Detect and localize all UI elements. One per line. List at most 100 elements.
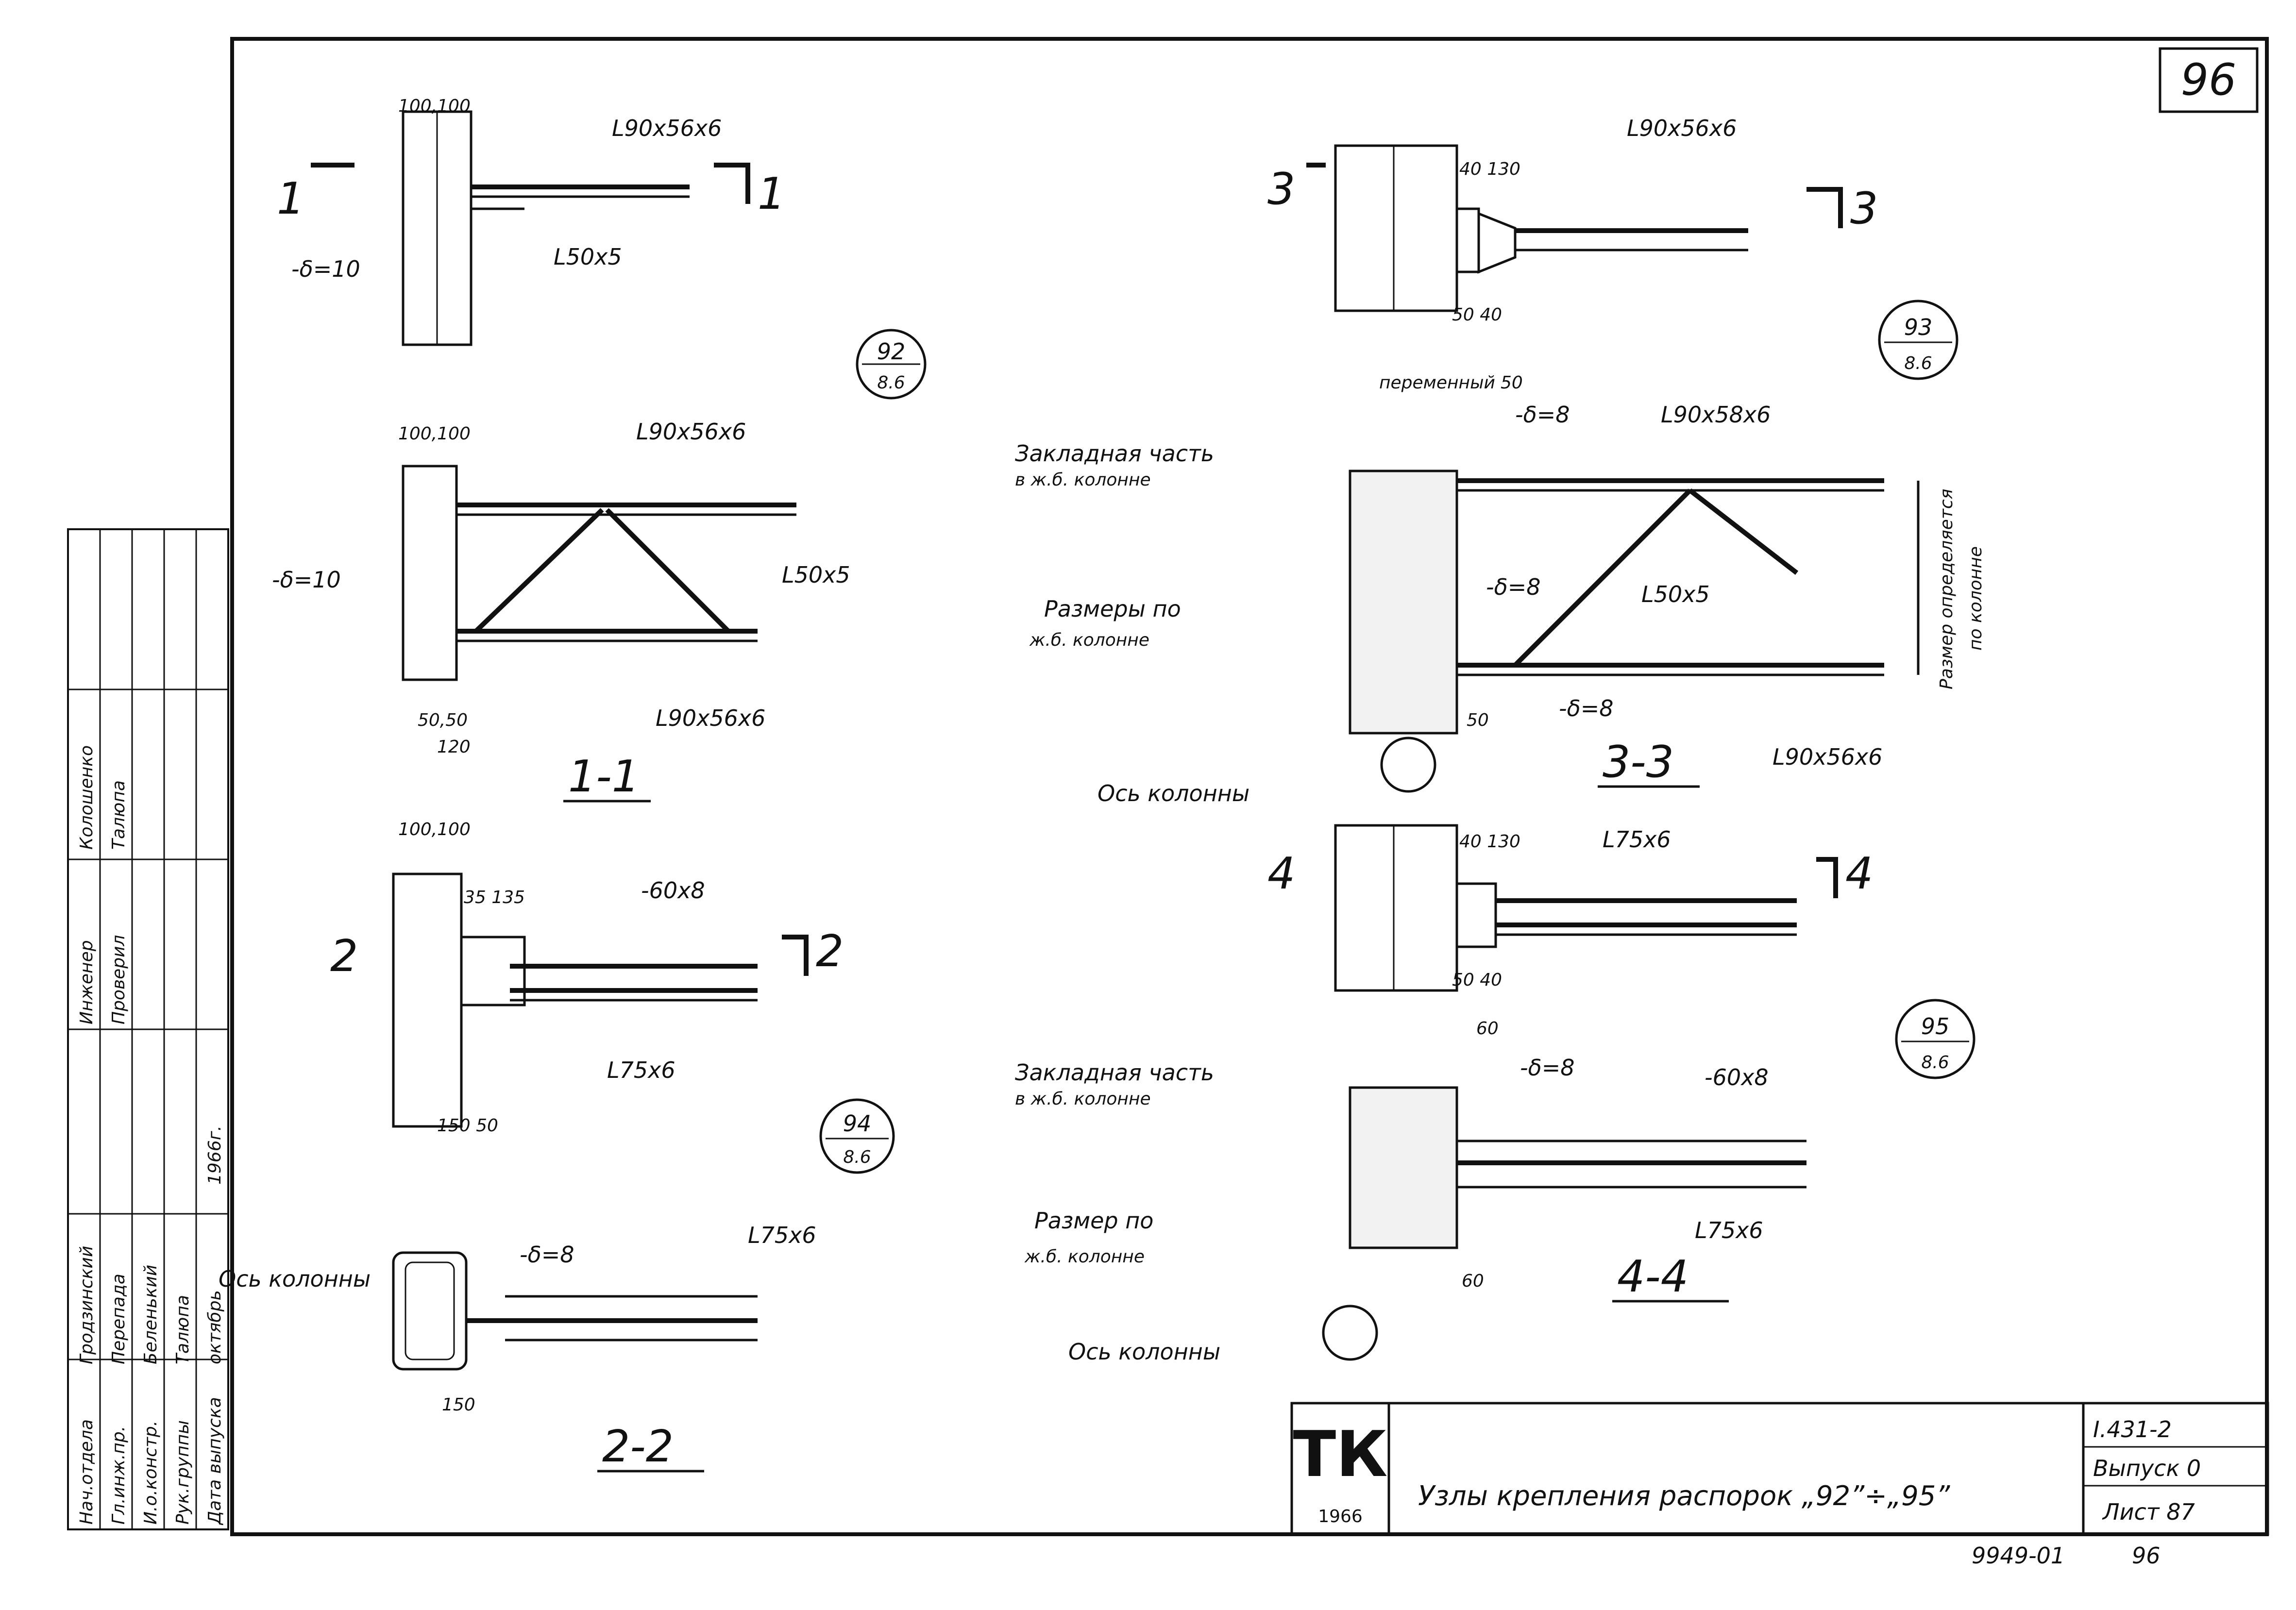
label-l90-f: L90x56x6 <box>1773 744 1882 770</box>
label-l75-c: L75x6 <box>1603 826 1671 853</box>
dim-35-135: 35 135 <box>464 888 525 907</box>
node-92-badge: 92 8.6 <box>856 329 927 400</box>
label-l75-d: L75x6 <box>1695 1217 1763 1243</box>
dim-100-100-c: 100,100 <box>398 820 471 839</box>
dim-50-a: 50 <box>1501 373 1523 393</box>
page-number: 96 <box>2181 54 2237 105</box>
series-code: I.431-2 <box>2093 1416 2172 1442</box>
stamp-top-role-2: Проверил <box>109 935 129 1024</box>
stamp-name-4: Талюпа <box>173 1295 193 1364</box>
label-size-by: Размер по <box>1034 1208 1153 1234</box>
list-label: Лист 87 <box>2102 1499 2195 1525</box>
logo-year: 1966 <box>1318 1507 1363 1526</box>
label-l90-b: L90x56x6 <box>636 419 746 445</box>
stamp-top-name-2: Талюпа <box>109 780 129 850</box>
node-94-number: 94 <box>843 1110 872 1137</box>
stamp-date-year: 1966г. <box>205 1125 225 1185</box>
approval-stamp: Нач.отдела Гл.инж.пр. И.о.констр. Рук.гр… <box>67 528 229 1530</box>
view-4-elevation: 40 130 L75x6 50 40 60 4 4 <box>1267 824 1873 1039</box>
cut-2-left: 2 <box>330 931 358 982</box>
view-section-2-2: Ось колонны -δ=8 L75x6 150 2-2 <box>219 1222 816 1473</box>
node-94-badge: 94 8.6 <box>819 1098 895 1174</box>
label-rc-column-a: ж.б. колонне <box>1029 630 1149 650</box>
cut-2-right: 2 <box>816 926 844 977</box>
cut-4-right: 4 <box>1845 848 1873 899</box>
view-section-4-4: -δ=8 -60x8 L75x6 60 Закладная часть в ж.… <box>1015 1055 1806 1365</box>
view-1-elevation: 100,100 L90x56x6 L50x5 -δ=10 1 1 <box>277 96 785 346</box>
node-95-number: 95 <box>1921 1013 1950 1040</box>
stamp-role-5: Дата выпуска <box>205 1397 225 1526</box>
dim-60-a: 60 <box>1476 1019 1499 1039</box>
section-1-1-label: 1-1 <box>568 751 640 802</box>
label-d10-b: -δ=10 <box>272 567 341 593</box>
label-axis-c: Ось колонны <box>1068 1339 1220 1365</box>
dim-50-40-b: 50 40 <box>1452 970 1502 990</box>
label-d8-a: -δ=8 <box>520 1241 574 1268</box>
label-l50-a: L50x5 <box>554 244 622 270</box>
node-93-badge: 93 8.6 <box>1878 300 1958 380</box>
label-d10-a: -δ=10 <box>291 256 360 282</box>
label-l90-a: L90x56x6 <box>612 115 722 141</box>
archive-page: 96 <box>2132 1543 2161 1569</box>
stamp-name-3: Беленький <box>141 1265 161 1364</box>
node-95-sub: 8.6 <box>1921 1053 1949 1073</box>
dim-120: 120 <box>437 737 471 757</box>
stamp-role-4: Рук.группы <box>173 1420 193 1525</box>
label-l90-c: L90x56x6 <box>656 705 765 731</box>
node-93-sub: 8.6 <box>1904 353 1932 373</box>
cut-4-left: 4 <box>1267 848 1295 899</box>
label-axis-b: Ось колонны <box>1097 780 1249 806</box>
stamp-role-3: И.о.констр. <box>141 1421 161 1525</box>
label-rc-column-b: ж.б. колонне <box>1024 1247 1145 1267</box>
dim-150-50: 150 50 <box>437 1116 498 1136</box>
logo-tk: ТК <box>1293 1417 1388 1491</box>
stamp-top-role-1: Инженер <box>77 940 97 1024</box>
node-93-number: 93 <box>1904 314 1933 340</box>
dim-50-40-a: 50 40 <box>1452 305 1502 325</box>
sheet-frame <box>230 37 2269 1536</box>
issue-label: Выпуск 0 <box>2093 1455 2201 1481</box>
label-60x8-b: -60x8 <box>1705 1064 1769 1090</box>
label-l90-d: L90x56x6 <box>1627 115 1737 141</box>
cut-1-left: 1 <box>277 173 304 224</box>
sheet-title: Узлы крепления распорок „92”÷„95” <box>1418 1480 1950 1512</box>
stamp-name-5: октябрь <box>205 1290 225 1364</box>
dim-50-50: 50,50 <box>418 710 468 730</box>
section-2-2-label: 2-2 <box>602 1421 674 1472</box>
label-embedded-a: Закладная часть <box>1015 440 1214 467</box>
dim-60-b: 60 <box>1462 1271 1484 1291</box>
page-number-box <box>2159 47 2259 113</box>
dim-40-130-b: 40 130 <box>1459 832 1520 852</box>
label-d8-d: -δ=8 <box>1559 695 1614 721</box>
label-embedded-b: Закладная часть <box>1015 1059 1214 1086</box>
cut-3-left: 3 <box>1267 164 1295 215</box>
cut-1-right: 1 <box>758 168 785 219</box>
label-by-column: по колонне <box>1966 546 1986 651</box>
archive-number: 9949-01 <box>1972 1543 2065 1569</box>
node-94-sub: 8.6 <box>843 1147 871 1167</box>
dim-150: 150 <box>442 1395 475 1415</box>
node-92-sub: 8.6 <box>877 373 905 393</box>
view-2-elevation: 100,100 35 135 -60x8 L75x6 150 50 2 2 <box>330 820 844 1136</box>
title-block: ТК 1966 Узлы крепления распорок „92”÷„95… <box>1290 1402 2269 1569</box>
view-section-1-1: 100,100 L90x56x6 L50x5 -δ=10 L90x56x6 50… <box>272 419 850 803</box>
label-in-rc-a: в ж.б. колонне <box>1015 470 1151 490</box>
label-l50-b: L50x5 <box>782 562 850 588</box>
label-axis-a: Ось колонны <box>219 1266 371 1292</box>
view-3-elevation: 40 130 L90x56x6 50 40 переменный 50 3 3 <box>1267 115 1878 393</box>
section-3-3-label: 3-3 <box>1603 737 1674 788</box>
label-60x8-a: -60x8 <box>641 877 705 904</box>
label-in-rc-b: в ж.б. колонне <box>1015 1089 1151 1109</box>
stamp-role-2: Гл.инж.пр. <box>109 1426 129 1525</box>
dim-50-b: 50 <box>1467 710 1489 730</box>
label-d8-e: -δ=8 <box>1520 1055 1575 1081</box>
cut-3-right: 3 <box>1850 183 1878 234</box>
label-l90-e: L90x58x6 <box>1661 402 1771 428</box>
label-l75-b: L75x6 <box>748 1222 816 1248</box>
node-95-badge: 95 8.6 <box>1895 999 1975 1079</box>
stamp-name-1: Гродзинский <box>77 1246 97 1364</box>
dim-100-100-b: 100,100 <box>398 424 471 444</box>
dim-100-100-a: 100,100 <box>398 96 471 116</box>
label-size-defined: Размер определяется <box>1937 489 1957 689</box>
